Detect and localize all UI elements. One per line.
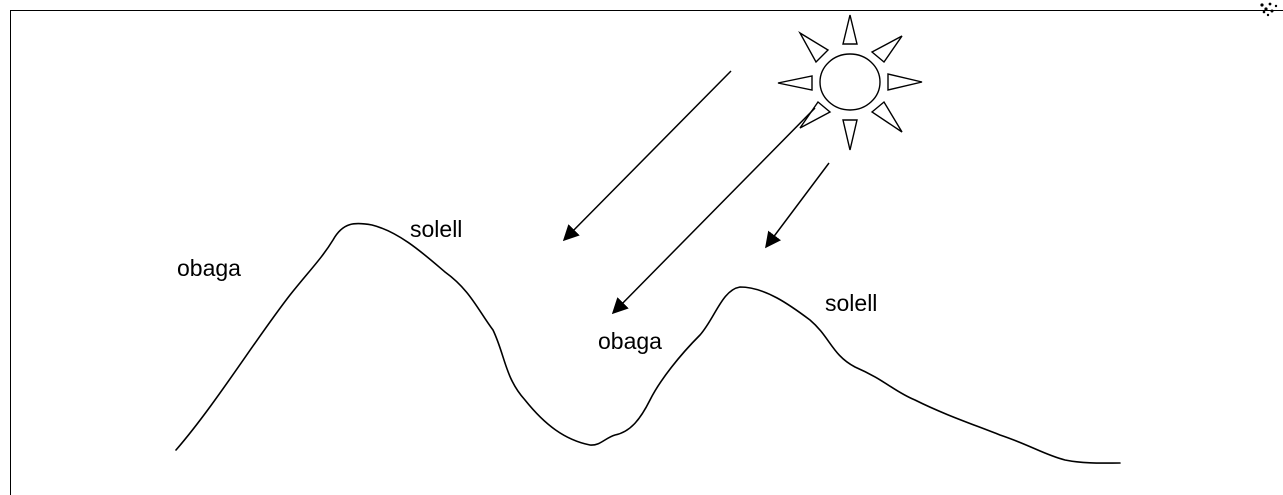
sun-ray-left <box>778 76 812 90</box>
label-solell-left-slope: solell <box>410 218 462 241</box>
sunlight-arrow-right <box>766 163 829 247</box>
sun-ray-top-left <box>800 33 828 62</box>
label-solell-right-slope: solell <box>825 292 877 315</box>
sunlight-arrow-left <box>564 71 731 240</box>
sun-ray-bottom-right <box>872 102 902 132</box>
sun-ray-right <box>888 74 922 90</box>
label-obaga-left-slope: obaga <box>177 257 241 280</box>
sun-ray-top-right <box>872 36 902 62</box>
sunlight-arrow-middle <box>613 108 815 313</box>
sun-ray-top <box>843 15 857 44</box>
sun-ray-bottom <box>843 120 857 150</box>
sun-icon <box>778 15 922 150</box>
corner-decoration-icon <box>1260 3 1277 17</box>
sun-disc <box>820 54 880 110</box>
sun-ray-bottom-left <box>800 102 830 128</box>
label-obaga-valley-slope: obaga <box>598 330 662 353</box>
